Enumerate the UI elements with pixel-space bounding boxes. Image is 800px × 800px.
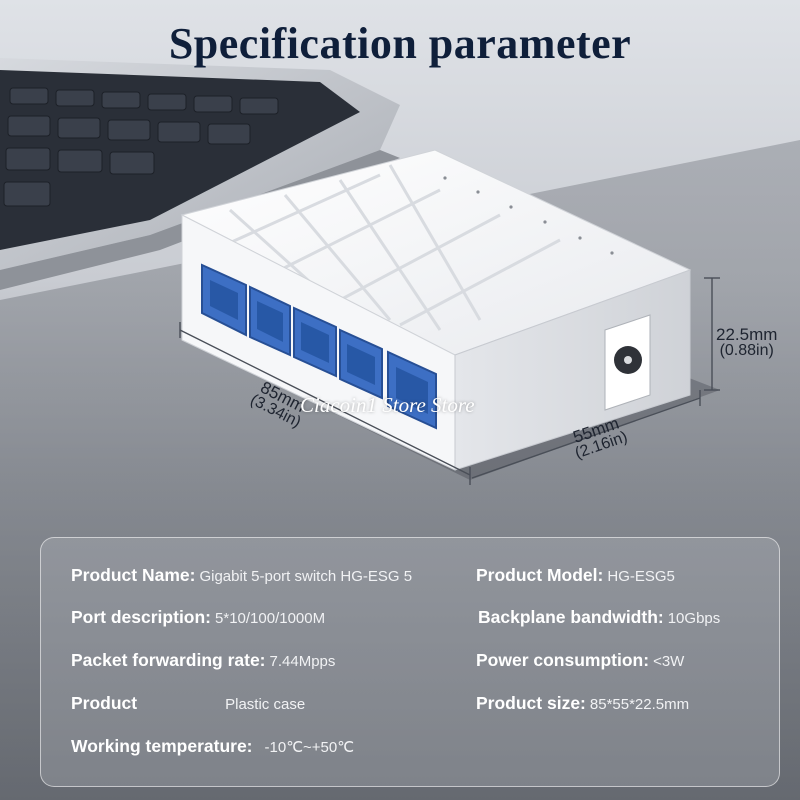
spec-value: 10Gbps xyxy=(667,610,721,627)
spec-value: <3W xyxy=(653,653,685,670)
spec-label: Product size: xyxy=(476,693,586,713)
spec-label: Power consumption: xyxy=(476,650,650,670)
spec-product-material: Product Plastic case xyxy=(71,693,305,714)
spec-label: Product Model: xyxy=(476,565,604,585)
spec-product-model: Product Model:HG-ESG5 xyxy=(476,565,675,586)
spec-value: -10℃~+50℃ xyxy=(264,739,355,756)
spec-product-size: Product size:85*55*22.5mm xyxy=(476,693,689,714)
spec-value: Plastic case xyxy=(225,696,306,713)
spec-label: Port description: xyxy=(71,607,212,627)
spec-value: 7.44Mpps xyxy=(269,653,336,670)
dimension-lines xyxy=(179,277,720,485)
spec-panel: Product Name:Gigabit 5-port switch HG-ES… xyxy=(40,537,780,787)
switch-device xyxy=(180,149,692,471)
spec-label: Backplane bandwidth: xyxy=(478,607,664,627)
spec-power-consumption: Power consumption:<3W xyxy=(476,650,684,671)
page-title: Specification parameter xyxy=(168,19,632,68)
spec-label: Working temperature: xyxy=(71,736,253,756)
spec-port-description: Port description:5*10/100/1000M xyxy=(71,607,325,628)
spec-label: Packet forwarding rate: xyxy=(71,650,266,670)
spec-value: Gigabit 5-port switch HG-ESG 5 xyxy=(199,568,413,585)
spec-product-name: Product Name:Gigabit 5-port switch HG-ES… xyxy=(71,565,412,586)
height-mm: 22.5mm xyxy=(716,325,778,344)
height-in: (0.88in) xyxy=(719,342,774,359)
spec-packet-forwarding-rate: Packet forwarding rate:7.44Mpps xyxy=(71,650,335,671)
store-watermark: Ciacoin1 Store Store xyxy=(300,393,475,417)
height-dimension: 22.5mm (0.88in) xyxy=(716,325,778,359)
spec-backplane-bandwidth: Backplane bandwidth:10Gbps xyxy=(478,607,720,628)
spec-value: 5*10/100/1000M xyxy=(215,610,326,627)
spec-label: Product Name: xyxy=(71,565,196,585)
spec-working-temperature: Working temperature: -10℃~+50℃ xyxy=(71,736,354,757)
spec-value: 85*55*22.5mm xyxy=(589,696,690,713)
spec-value: HG-ESG5 xyxy=(607,568,675,585)
spec-label: Product xyxy=(71,693,138,713)
